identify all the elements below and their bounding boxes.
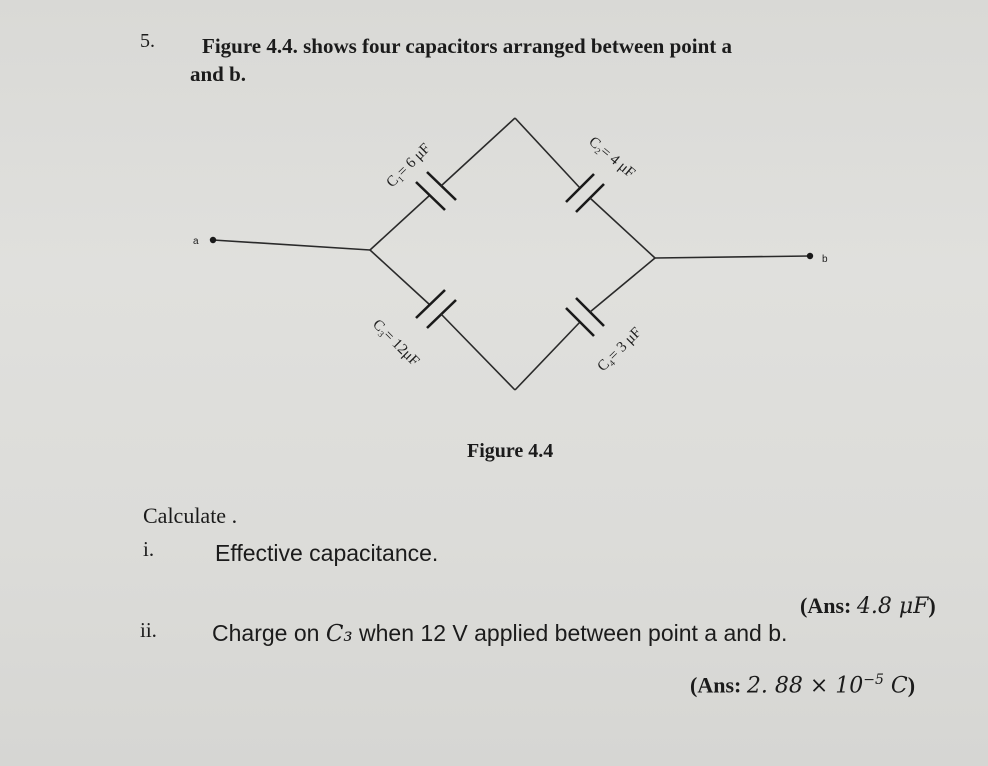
part2-text-a: Charge on bbox=[212, 620, 326, 646]
part2-answer-exp: −5 bbox=[863, 672, 884, 688]
wire-c1-upper bbox=[440, 117, 516, 187]
c1-label: C₁= 6 μF bbox=[384, 141, 434, 191]
part2-answer-unit: C bbox=[883, 673, 908, 699]
wire-c1-lower bbox=[369, 194, 431, 251]
node-a-dot bbox=[209, 236, 217, 244]
part1-answer-suffix: ) bbox=[928, 593, 936, 618]
c3-label: C₃= 12μF bbox=[369, 317, 422, 370]
wire-b-lead bbox=[654, 255, 811, 259]
part2-text: Charge on C₃ when 12 V applied between p… bbox=[212, 620, 787, 647]
part1-number: i. bbox=[143, 537, 155, 561]
part2-answer-prefix: (Ans: bbox=[690, 672, 747, 698]
part1-text: Effective capacitance. bbox=[215, 540, 439, 566]
wire-c4-upper bbox=[589, 257, 656, 313]
part1-answer-value: 4.8 μF bbox=[856, 594, 929, 619]
wire-c3-upper bbox=[369, 249, 431, 306]
wire-a-lead bbox=[212, 239, 371, 251]
wire-c2-upper bbox=[514, 117, 581, 189]
c1-plate-1 bbox=[415, 181, 446, 211]
part1-answer: (Ans: 4.8 μF) bbox=[800, 593, 936, 619]
part2-text-b: when 12 V applied between point a and b. bbox=[352, 620, 788, 646]
question-number: 5. bbox=[140, 30, 155, 52]
part2-answer-suffix: ) bbox=[907, 672, 916, 698]
c4-label: C₄= 3 μF bbox=[595, 325, 645, 375]
c2-plate-1 bbox=[565, 173, 595, 203]
question-intro-line2: and b. bbox=[190, 62, 247, 86]
part2-answer-value: 2. 88 × 10 bbox=[746, 673, 864, 699]
part2-answer: (Ans: 2. 88 × 10−5 C) bbox=[690, 672, 915, 698]
part2-text-var: C₃ bbox=[325, 621, 353, 647]
node-b-label: b bbox=[822, 254, 828, 265]
part1-answer-prefix: (Ans: bbox=[800, 593, 857, 618]
figure-caption: Figure 4.4 bbox=[467, 440, 554, 462]
wire-c2-lower bbox=[589, 197, 656, 259]
node-b-dot bbox=[806, 252, 814, 260]
node-a-label: a bbox=[193, 236, 199, 247]
calculate-heading: Calculate . bbox=[143, 503, 238, 528]
part2-number: ii. bbox=[140, 618, 157, 642]
c4-plate-1 bbox=[565, 307, 595, 337]
question-intro-line1: Figure 4.4. shows four capacitors arrang… bbox=[202, 34, 733, 58]
wire-c4-lower bbox=[514, 321, 581, 391]
wire-c3-lower bbox=[440, 313, 516, 391]
c3-plate-1 bbox=[415, 289, 446, 319]
